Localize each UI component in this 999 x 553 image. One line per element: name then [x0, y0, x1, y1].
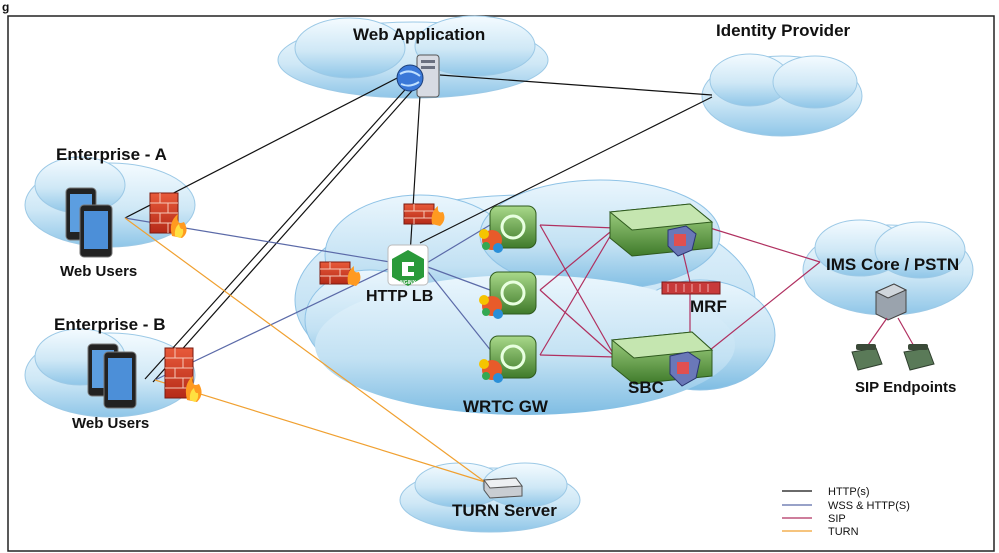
mrf-label: MRF: [690, 297, 727, 316]
nginx-icon: NGINX: [387, 244, 429, 286]
svg-text:NGINX: NGINX: [400, 280, 417, 286]
legend-label-http: HTTP(s): [828, 486, 870, 498]
firewall-icon: [403, 203, 445, 226]
mobile-phone-icon: [87, 343, 137, 409]
turn-links: [124, 217, 486, 483]
firewall-icon: [164, 347, 202, 402]
legend: HTTP(s) WSS & HTTP(S) SIP TURN: [782, 486, 910, 538]
enterprise-a-label: Enterprise - A: [56, 145, 167, 164]
wrtc-gateway-icon: [479, 205, 537, 253]
mrf-server-icon: [661, 281, 721, 295]
web-users-a-label: Web Users: [60, 263, 137, 280]
ims-switch-icon: [874, 283, 908, 321]
sip-links: [539, 224, 821, 358]
web-application-label: Web Application: [353, 25, 485, 44]
desk-phone-icon: [903, 344, 935, 371]
enterprise-b-label: Enterprise - B: [54, 315, 165, 334]
figure-label: g: [2, 0, 9, 14]
firewall-icon: [319, 261, 361, 286]
http-lb-label: HTTP LB: [366, 288, 433, 305]
identity-provider-label: Identity Provider: [716, 21, 851, 40]
firewall-icon: [149, 192, 187, 238]
ims-core-label: IMS Core / PSTN: [826, 255, 959, 274]
web-users-b-label: Web Users: [72, 415, 149, 432]
web-application-server-icon: [396, 54, 440, 98]
desk-phone-icon: [851, 344, 883, 371]
sbc-server-icon: [608, 203, 714, 257]
legend-label-wss: WSS & HTTP(S): [828, 500, 910, 512]
sip-endpoint-links: [865, 317, 916, 349]
cloud-web-application: [277, 15, 549, 99]
wrtc-gateway-icon: [479, 271, 537, 319]
sbc-label: SBC: [628, 378, 664, 397]
sip-endpoints-label: SIP Endpoints: [855, 379, 956, 396]
wrtc-gw-label: WRTC GW: [463, 397, 549, 416]
turn-server-label: TURN Server: [452, 501, 557, 520]
legend-label-turn: TURN: [828, 526, 859, 538]
turn-server-icon: [483, 477, 523, 499]
wrtc-gateway-icon: [479, 335, 537, 383]
figure-frame: [7, 15, 995, 552]
cloud-identity-provider: [701, 53, 863, 137]
legend-label-sip: SIP: [828, 513, 846, 525]
sbc-server-icon: [610, 331, 714, 387]
mobile-phone-icon: [65, 187, 113, 258]
cloud-ims-core: [802, 219, 974, 316]
